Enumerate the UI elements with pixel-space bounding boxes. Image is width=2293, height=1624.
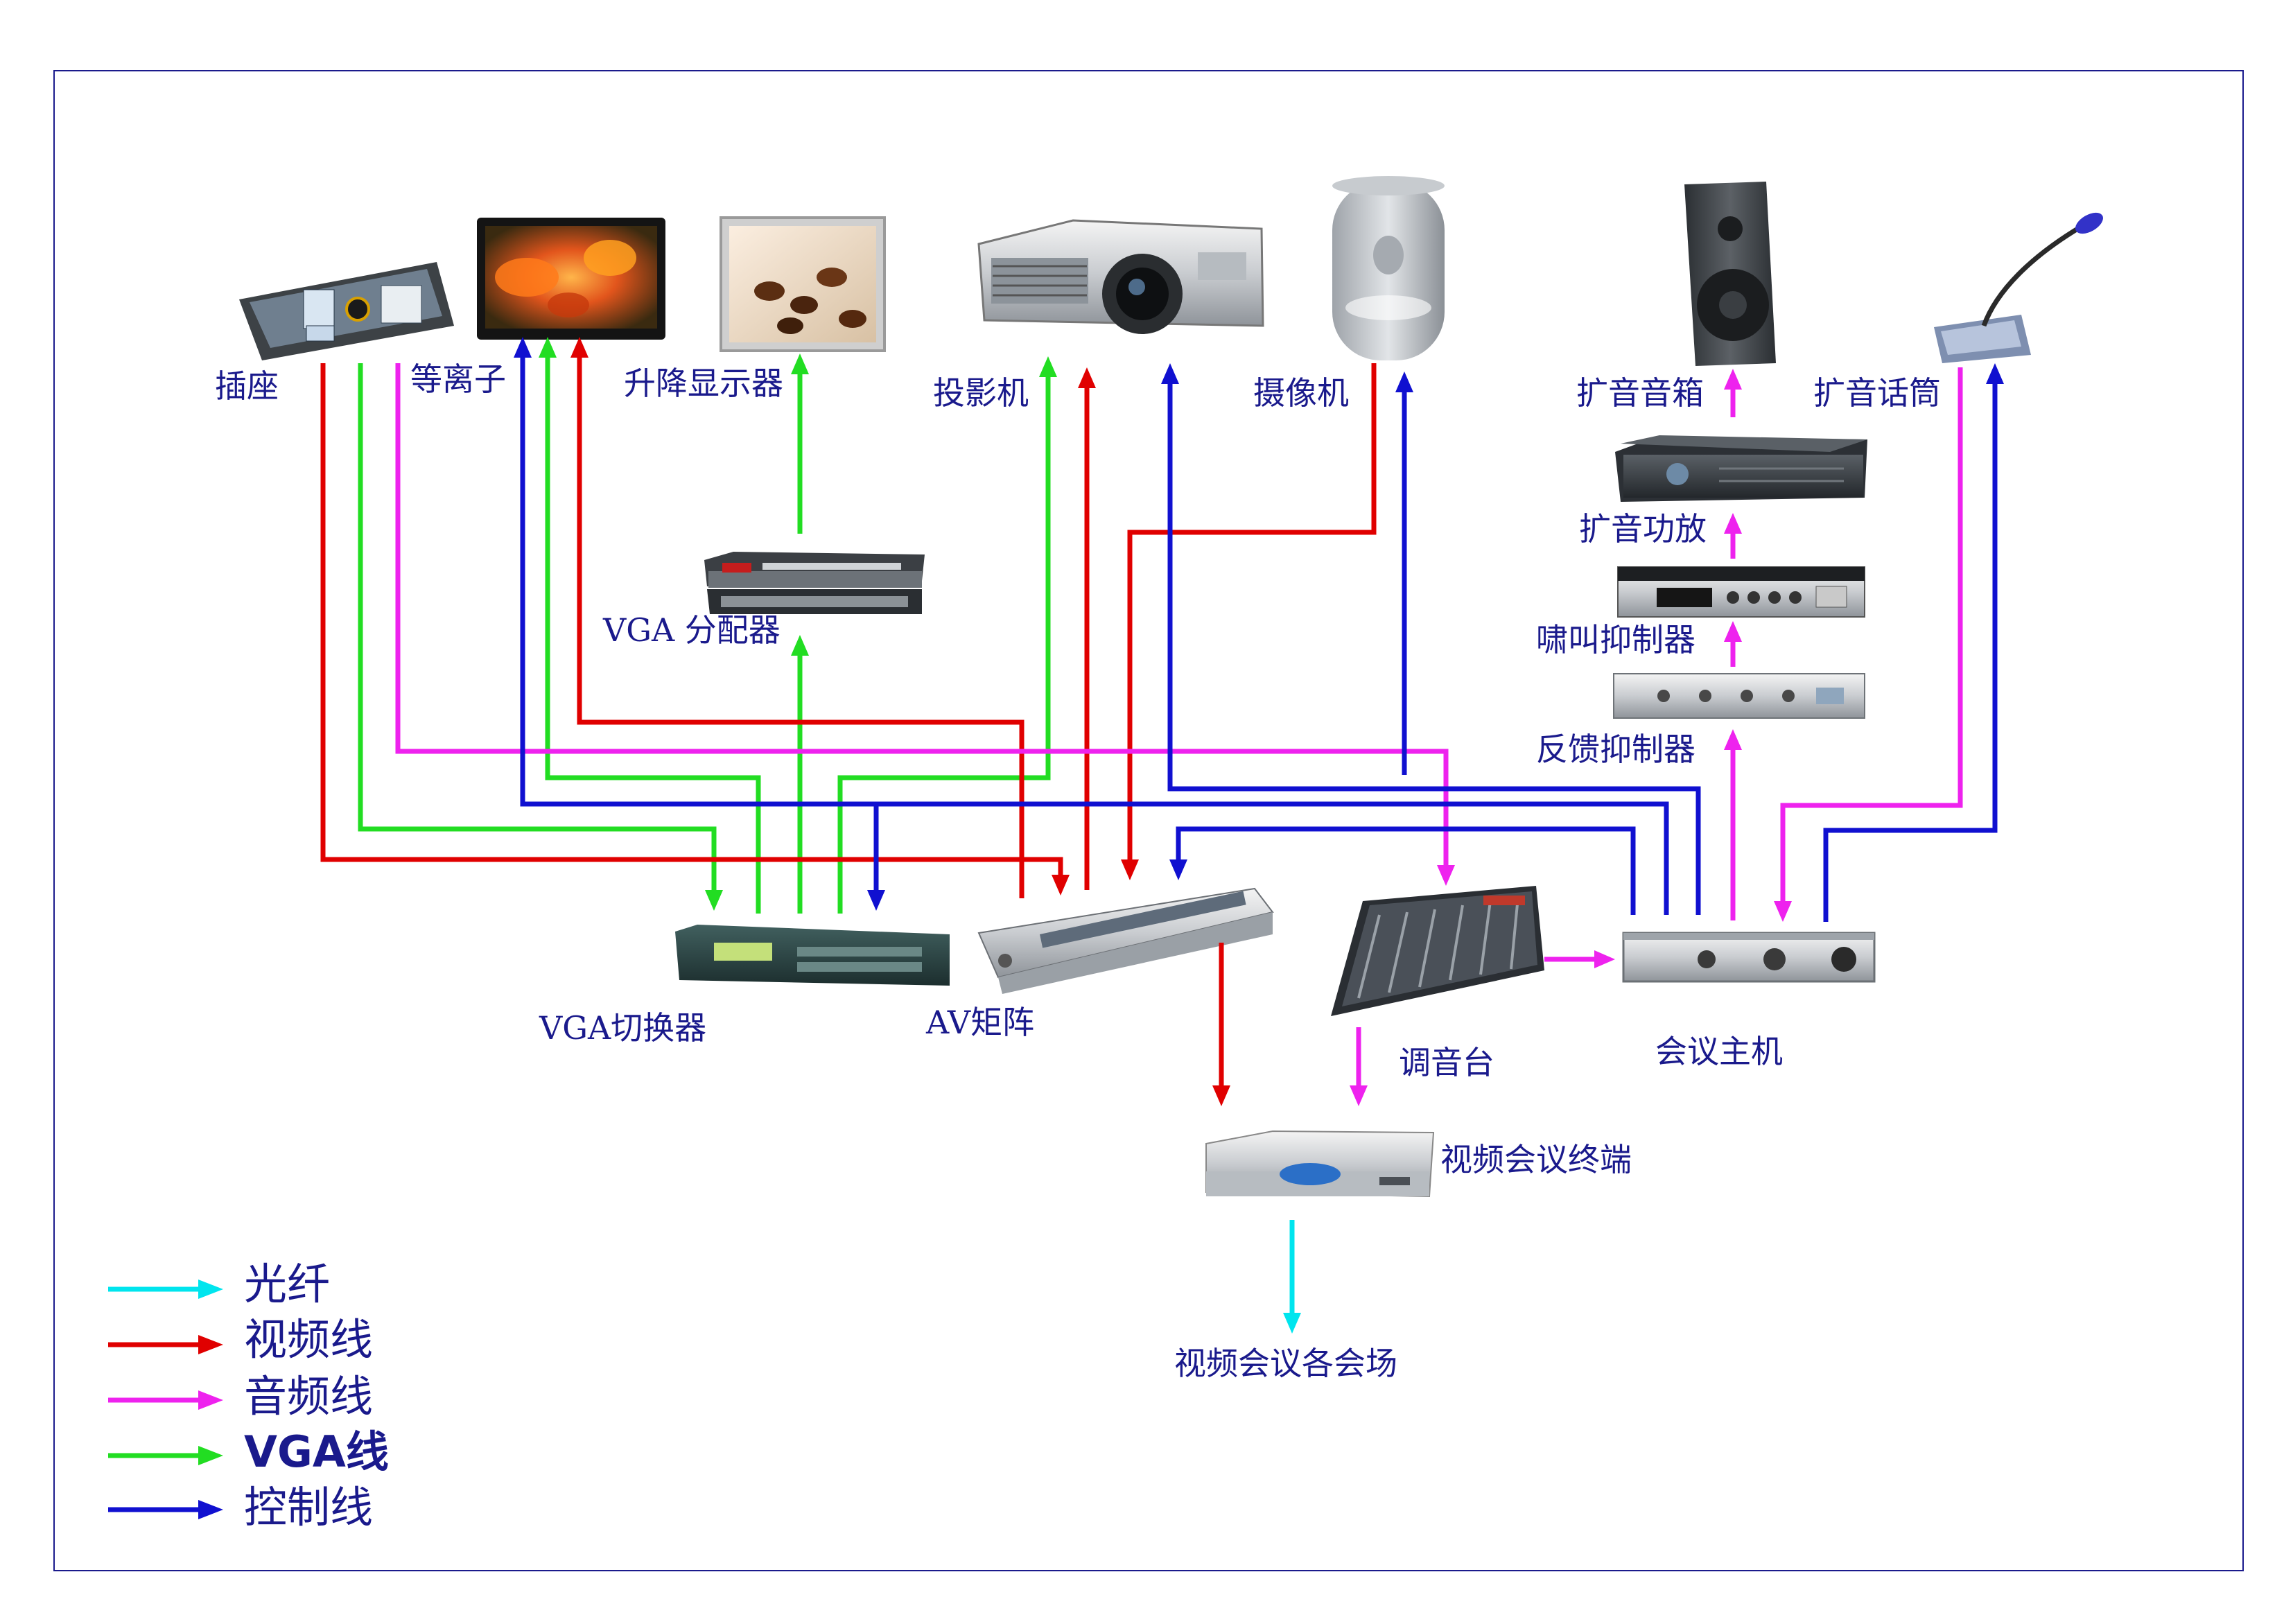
- legend-arrows: [108, 1280, 223, 1519]
- label-pa-mic: 扩音话筒: [1813, 374, 1941, 412]
- page-frame: [53, 70, 2244, 1571]
- audio-mixer-to-conference-host: [1544, 950, 1615, 968]
- legend-arrow-fiber: [108, 1280, 223, 1299]
- label-plasma: 等离子: [410, 360, 506, 398]
- label-vc-terminal: 视频会议终端: [1440, 1141, 1632, 1178]
- label-lift-display: 升降显示器: [624, 365, 783, 402]
- label-projector: 投影机: [933, 374, 1029, 412]
- label-socket: 插座: [215, 367, 279, 405]
- label-pa-speaker: 扩音音箱: [1576, 374, 1704, 412]
- control-host-to-av-matrix: [1169, 826, 1636, 915]
- label-pa-amp: 扩音功放: [1579, 510, 1707, 548]
- fiber-vc-terminal-to-sites: [1283, 1220, 1301, 1334]
- connection-lines: [320, 337, 2004, 1334]
- rack-unit-icon: [1613, 673, 1865, 719]
- video-av-matrix-to-vc-terminal: [1212, 943, 1230, 1106]
- dome-camera-icon: [1332, 176, 1445, 360]
- loudspeaker-icon: [1684, 182, 1776, 366]
- label-vga-splitter: VGA 分配器: [603, 611, 781, 649]
- label-camera: 摄像机: [1253, 374, 1349, 412]
- video-av-matrix-to-projector: [1078, 367, 1096, 890]
- label-mixer: 调音台: [1399, 1044, 1494, 1081]
- legend-arrow-audio: [108, 1390, 223, 1410]
- label-vga-switcher: VGA切换器: [539, 1009, 707, 1047]
- vga-splitter-to-lift-display: [791, 353, 809, 534]
- label-feedback-suppressor: 反馈抑制器: [1536, 731, 1695, 768]
- audio-plasma-to-mixer: [395, 363, 1455, 886]
- rack-processor-icon: [1617, 566, 1865, 618]
- label-av-matrix: AV矩阵: [926, 1004, 1035, 1041]
- plasma-display-icon: [477, 218, 665, 340]
- legend-label-fiber: 光纤: [244, 1259, 331, 1309]
- label-conference-host: 会议主机: [1655, 1033, 1783, 1070]
- legend-arrow-video: [108, 1335, 223, 1354]
- video-conference-terminal-icon: [1205, 1130, 1435, 1198]
- legend-label-audio: 音频线: [244, 1371, 374, 1422]
- floor-socket-box-icon: [239, 262, 454, 360]
- lift-monitor-icon: [720, 216, 886, 352]
- video-av-matrix-to-plasma: [570, 337, 1025, 898]
- audio-host-to-feedback: [1724, 729, 1742, 920]
- label-howl-suppressor: 啸叫抑制器: [1536, 621, 1695, 658]
- legend-arrow-vga: [108, 1446, 223, 1465]
- audio-mic-to-host: [1774, 367, 1963, 922]
- label-vc-sites: 视频会议各会场: [1174, 1345, 1397, 1382]
- av-matrix-icon: [977, 887, 1274, 994]
- audio-mixer-to-vc-terminal: [1350, 1027, 1368, 1106]
- vga-switcher-to-projector: [837, 356, 1057, 914]
- legend-arrow-control: [108, 1500, 223, 1519]
- legend-label-vga: VGA线: [244, 1426, 389, 1477]
- power-amplifier-icon: [1615, 435, 1867, 502]
- control-branch-to-vga-switcher: [867, 804, 885, 911]
- projector-icon: [977, 219, 1264, 334]
- audio-howl-to-amp: [1724, 513, 1742, 559]
- legend-label-control: 控制线: [244, 1482, 374, 1533]
- vga-switcher-icon: [675, 925, 950, 986]
- audio-amp-to-speaker: [1724, 369, 1742, 417]
- control-host-to-mic: [1823, 363, 2004, 922]
- vga-switcher-to-vga-splitter: [791, 635, 809, 914]
- legend-label-video: 视频线: [244, 1314, 374, 1365]
- control-host-to-plasma: [514, 337, 1669, 915]
- control-branch-to-camera: [1395, 372, 1413, 775]
- gooseneck-microphone-icon: [1934, 212, 2103, 363]
- video-camera-to-av-matrix: [1121, 363, 1377, 880]
- vga-switcher-to-plasma: [539, 337, 761, 914]
- audio-feedback-to-howl: [1724, 621, 1742, 667]
- control-host-to-projector: [1161, 363, 1701, 915]
- video-socket-to-av-matrix: [320, 363, 1070, 896]
- conference-host-icon: [1622, 932, 1876, 983]
- vga-splitter-icon: [704, 552, 925, 614]
- audio-mixer-icon: [1331, 886, 1544, 1016]
